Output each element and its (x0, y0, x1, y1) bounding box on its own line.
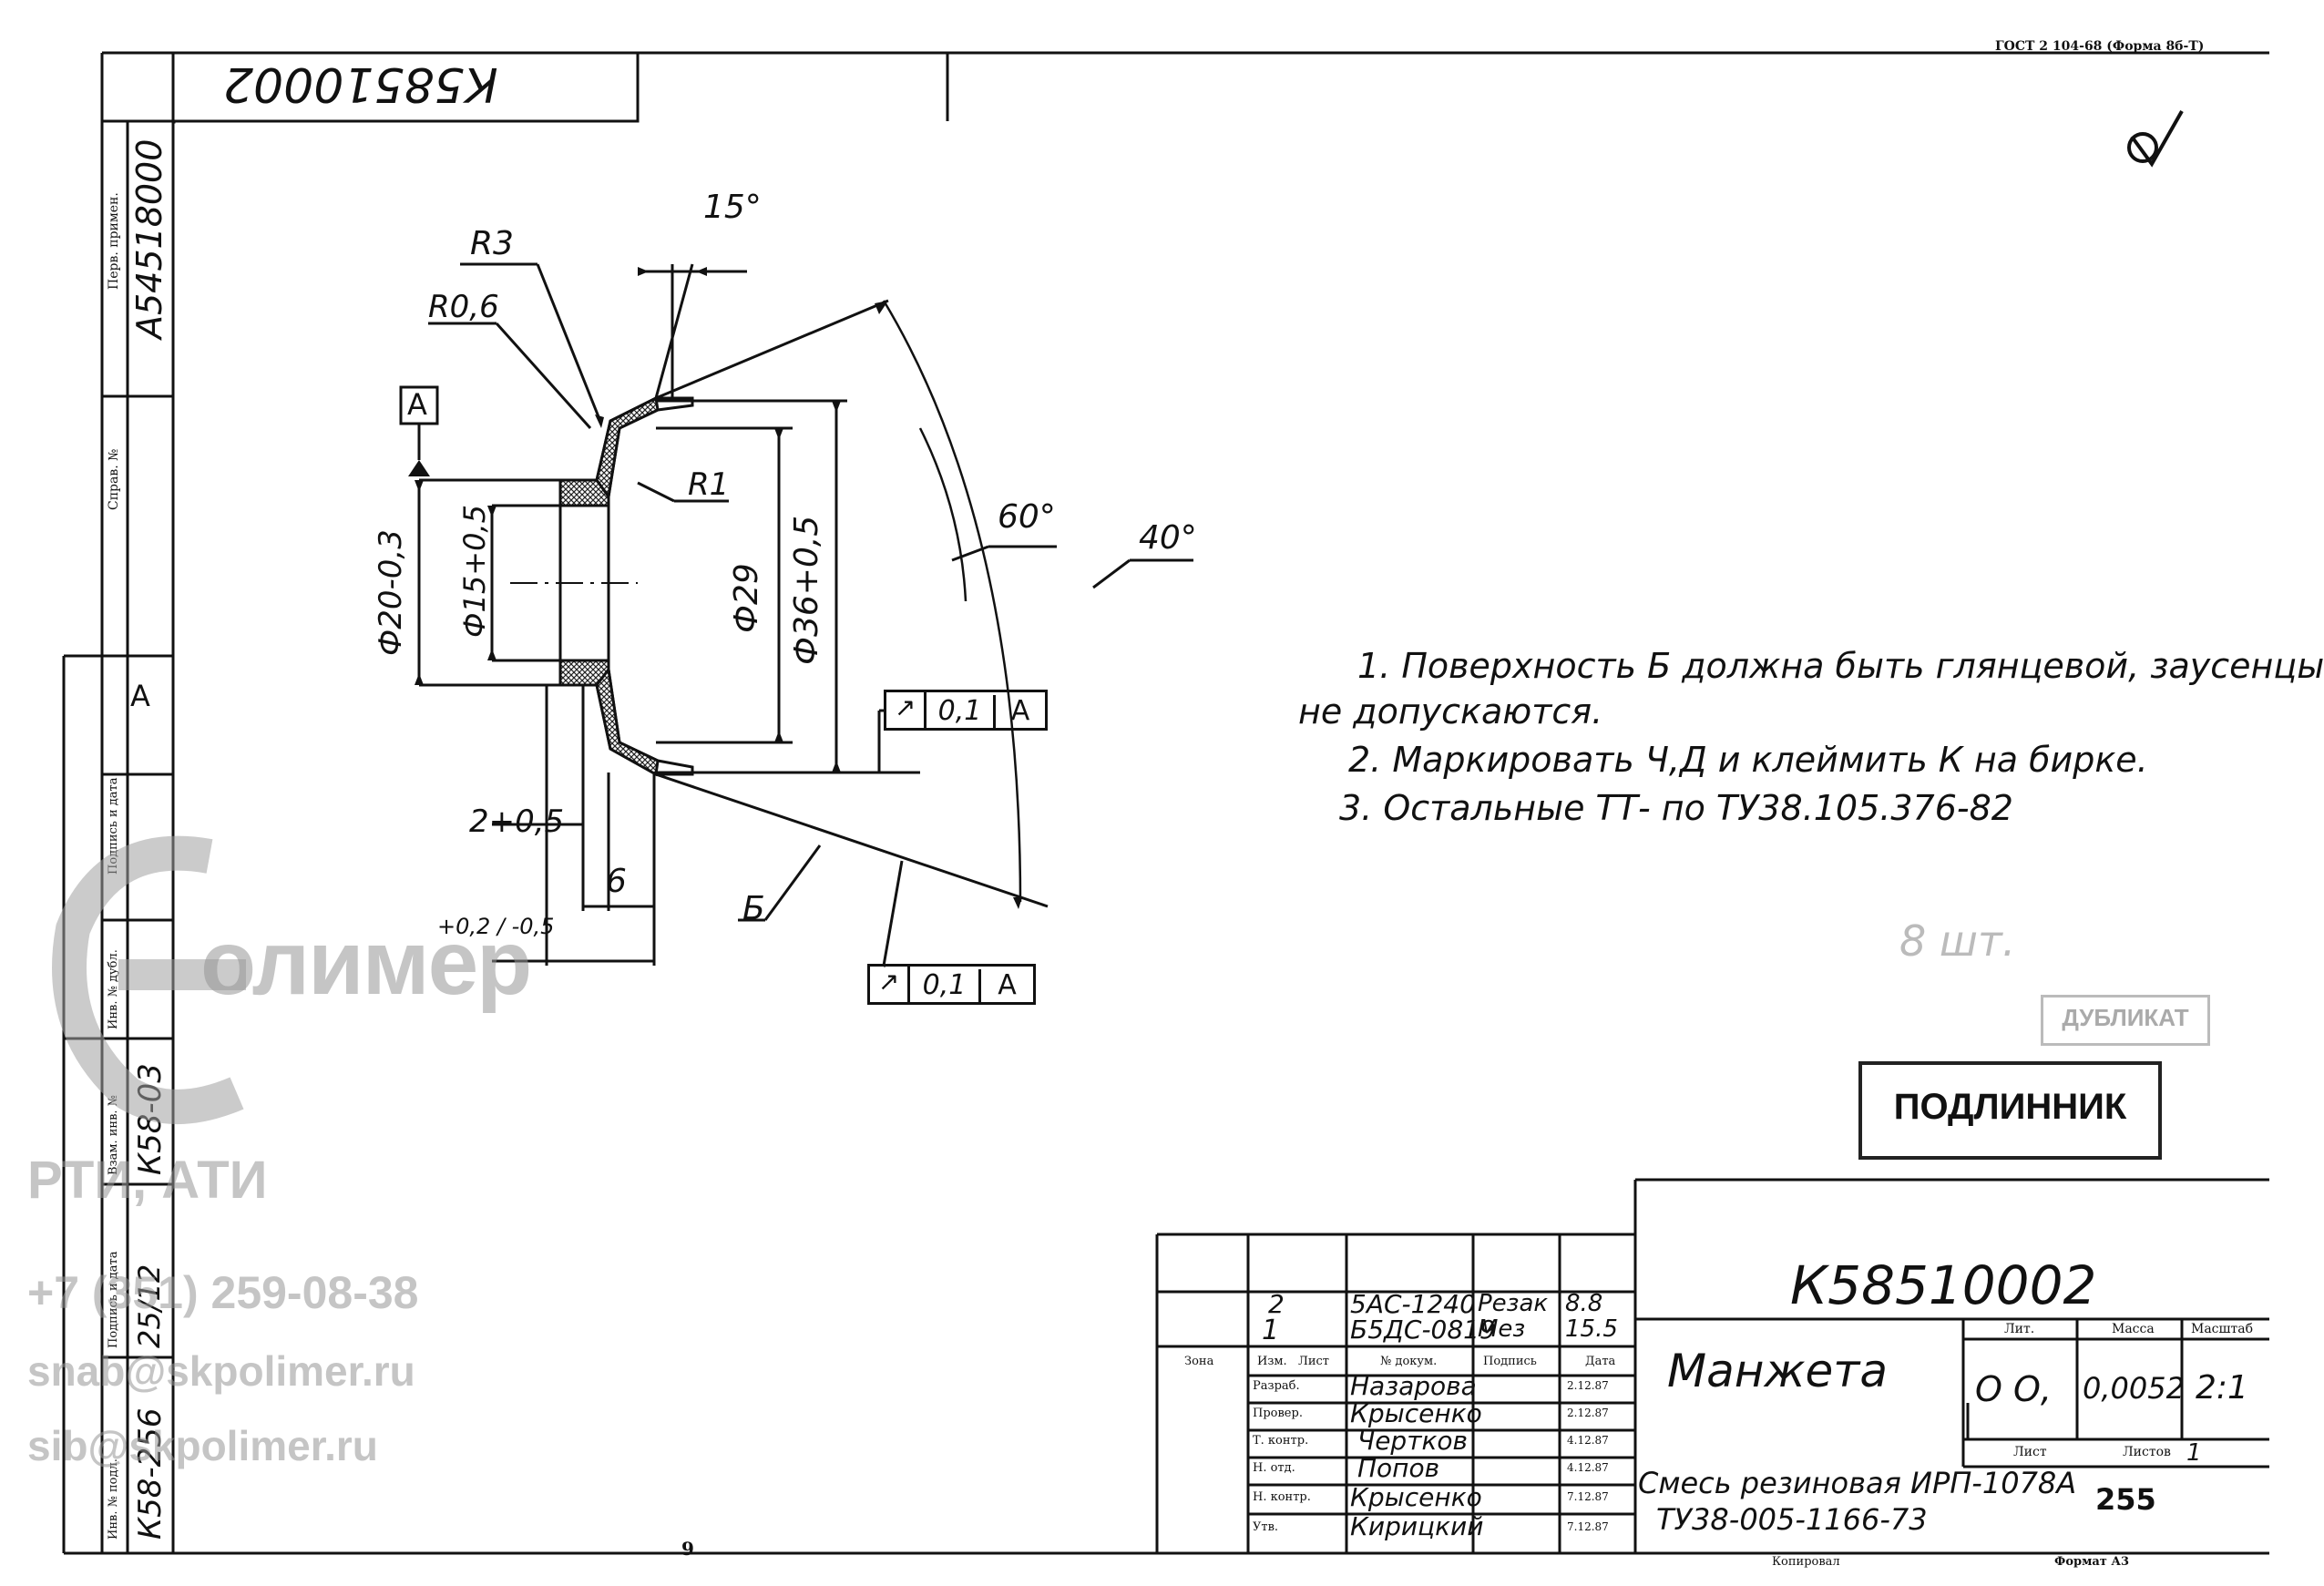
tolerance-frame-2: ↗ 0,1 А (867, 964, 1036, 1005)
gost-form-label: ГОСТ 2 104-68 (Форма 8б-Т) (1995, 39, 2205, 54)
scale-label: Масштаб (2191, 1322, 2254, 1336)
tolerance-frame-1: ↗ 0,1 А (884, 690, 1048, 731)
title-material-2: ТУ38-005-1166-73 (1656, 1502, 1928, 1537)
note-1: 1. Поверхность Б должна быть глянцевой, … (1357, 646, 2324, 686)
sheets-label: Листов (2123, 1445, 2171, 1459)
copied-label: Копировал (1772, 1555, 1840, 1569)
title-designation: К58510002 (1790, 1254, 2097, 1316)
tolerance-datum: А (1010, 695, 1030, 727)
dim-12-label: +0,2 / -0,5 (437, 914, 555, 939)
datum-a-label: A (407, 387, 427, 422)
r3-label: R3 (470, 225, 514, 262)
lit-label: Лит. (2004, 1322, 2035, 1336)
podlinnik-stamp: ПОДЛИННИК (1858, 1061, 2162, 1160)
angle-60-label: 60° (998, 498, 1056, 536)
dim-2-label: 2+0,5 (469, 803, 565, 840)
sheet-number: 255 (2095, 1482, 2156, 1517)
watermark-phone: +7 (351) 259-08-38 (27, 1267, 419, 1318)
format-label: Формат А3 (2054, 1555, 2130, 1569)
title-block-lines (1155, 1178, 2269, 1555)
watermark-email-2: sib@skpolimer.ru (27, 1422, 378, 1469)
col-zone: Зона (1184, 1355, 1214, 1368)
dublikat-stamp: ДУБЛИКАТ (2041, 995, 2210, 1046)
watermark-company: РТИ, АТИ (27, 1151, 268, 1210)
drawing-sheet: ГОСТ 2 104-68 (Форма 8б-Т) (27, 39, 2324, 1569)
roughness-mark (2127, 110, 2184, 168)
title-part-name: Манжета (1667, 1345, 1889, 1397)
polymer-logo-icon (52, 835, 246, 1124)
mass-value: 0,0052 (2083, 1371, 2185, 1406)
letter-a-margin: А (130, 679, 150, 713)
page-number-bottom: 9 (681, 1538, 694, 1560)
col-doc: № докум. (1380, 1355, 1438, 1368)
r06-label: R0,6 (428, 289, 499, 325)
watermark-email-1: snab@skpolimer.ru (27, 1347, 415, 1395)
note-1-cont: не допускаются. (1298, 691, 1603, 732)
tolerance-value: 0,1 (927, 695, 996, 731)
r1-label: R1 (688, 466, 730, 503)
tolerance-value: 0,1 (910, 969, 981, 1005)
watermark-brand: олимер (200, 912, 532, 1014)
col-change: Изм. (1257, 1355, 1287, 1368)
lit-value: О О, (1975, 1369, 2052, 1409)
col-date: Дата (1585, 1355, 1616, 1368)
col-sheet: Лист (1298, 1355, 1329, 1368)
dim-6-label: 6 (606, 863, 627, 900)
sheets-value: 1 (2186, 1439, 2202, 1467)
sheet-label: Лист (2013, 1445, 2047, 1459)
part-drawing (399, 110, 2184, 967)
scale-value: 2:1 (2196, 1369, 2248, 1407)
mass-label: Масса (2112, 1322, 2155, 1336)
surface-b-label: Б (742, 890, 765, 927)
title-material-1: Смесь резиновая ИРП-1078А (1638, 1466, 2077, 1500)
angle-15-label: 15° (703, 189, 762, 226)
runout-symbol: ↗ (886, 692, 927, 728)
angle-40-label: 40° (1139, 519, 1197, 557)
pencil-note: 8 шт. (1899, 916, 2016, 966)
note-2: 2. Маркировать Ч,Д и клеймить К на бирке… (1348, 740, 2148, 780)
tolerance-datum: А (998, 969, 1017, 1001)
col-sign: Подпись (1483, 1355, 1537, 1368)
runout-symbol: ↗ (870, 967, 910, 1002)
note-3: 3. Остальные ТТ- по ТУ38.105.376-82 (1339, 788, 2013, 828)
